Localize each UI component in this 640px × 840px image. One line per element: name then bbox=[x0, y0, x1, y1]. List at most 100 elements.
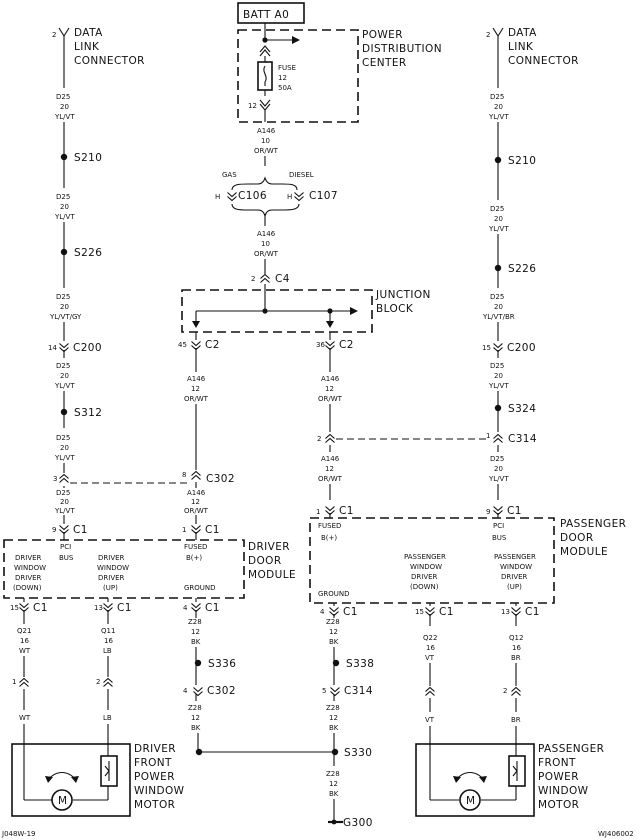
svg-text:D25: D25 bbox=[490, 205, 504, 213]
c107-label: C107 bbox=[309, 190, 338, 202]
splice-s210-right-icon bbox=[494, 156, 502, 164]
svg-text:WINDOW: WINDOW bbox=[500, 563, 532, 571]
dfpwm-line4: WINDOW bbox=[134, 785, 185, 797]
svg-text:12: 12 bbox=[329, 714, 338, 722]
svg-text:OR/WT: OR/WT bbox=[254, 147, 279, 155]
svg-text:2: 2 bbox=[251, 275, 255, 283]
svg-text:(UP): (UP) bbox=[103, 584, 118, 592]
svg-text:2: 2 bbox=[317, 435, 321, 443]
svg-text:BUS: BUS bbox=[59, 554, 74, 562]
svg-text:20: 20 bbox=[60, 372, 69, 380]
svg-text:YL/VT/GY: YL/VT/GY bbox=[49, 313, 82, 321]
svg-text:BR: BR bbox=[511, 654, 521, 662]
svg-text:16: 16 bbox=[512, 644, 521, 652]
svg-text:2: 2 bbox=[52, 31, 56, 39]
splice-s336-icon bbox=[194, 659, 202, 667]
svg-text:16: 16 bbox=[426, 644, 435, 652]
diesel-label: DIESEL bbox=[289, 171, 314, 179]
splice-s226-left-icon bbox=[60, 248, 68, 256]
svg-text:20: 20 bbox=[494, 465, 503, 473]
svg-text:C1: C1 bbox=[343, 606, 358, 618]
pdc-pin: 12 bbox=[248, 102, 257, 110]
svg-text:WINDOW: WINDOW bbox=[14, 564, 46, 572]
pfpwm-line4: WINDOW bbox=[538, 785, 589, 797]
svg-text:BUS: BUS bbox=[492, 534, 507, 542]
svg-text:YL/VT: YL/VT bbox=[488, 225, 509, 233]
svg-text:13: 13 bbox=[94, 604, 103, 612]
c302-bottom-label: C302 bbox=[207, 685, 236, 697]
svg-text:S330: S330 bbox=[344, 747, 372, 759]
pdc-line1: POWER bbox=[362, 29, 403, 41]
c106-label: C106 bbox=[238, 190, 267, 202]
svg-text:BK: BK bbox=[191, 638, 201, 646]
svg-text:YL/VT: YL/VT bbox=[488, 113, 509, 121]
svg-text:20: 20 bbox=[494, 303, 503, 311]
svg-text:4: 4 bbox=[183, 604, 188, 612]
svg-text:16: 16 bbox=[20, 637, 29, 645]
svg-text:12: 12 bbox=[191, 628, 200, 636]
svg-text:WT: WT bbox=[19, 714, 31, 722]
svg-text:H: H bbox=[215, 193, 220, 201]
svg-text:A146: A146 bbox=[257, 230, 276, 238]
dfpwm-line5: MOTOR bbox=[134, 799, 175, 811]
svg-text:LB: LB bbox=[103, 647, 112, 655]
svg-text:BK: BK bbox=[329, 790, 339, 798]
svg-text:C1: C1 bbox=[117, 602, 132, 614]
svg-text:Z28: Z28 bbox=[326, 618, 340, 626]
svg-text:H: H bbox=[287, 193, 292, 201]
svg-text:(DOWN): (DOWN) bbox=[410, 583, 439, 591]
ddm-line3: MODULE bbox=[248, 569, 296, 581]
svg-text:C1: C1 bbox=[439, 606, 454, 618]
svg-text:DRIVER: DRIVER bbox=[98, 574, 125, 582]
svg-text:C1: C1 bbox=[339, 505, 354, 517]
svg-text:B(+): B(+) bbox=[321, 534, 337, 542]
pdm-line1: PASSENGER bbox=[560, 518, 626, 530]
svg-text:15: 15 bbox=[482, 344, 491, 352]
c302-mid-label: C302 bbox=[206, 473, 235, 485]
splice-s338-icon bbox=[332, 659, 340, 667]
svg-text:S336: S336 bbox=[208, 658, 236, 670]
svg-text:D25: D25 bbox=[490, 362, 504, 370]
batt-label: BATT A0 bbox=[243, 9, 289, 21]
c2-left-label: C2 bbox=[205, 339, 220, 351]
svg-text:Z28: Z28 bbox=[326, 770, 340, 778]
svg-text:1: 1 bbox=[316, 508, 320, 516]
svg-text:C1: C1 bbox=[525, 606, 540, 618]
svg-text:9: 9 bbox=[52, 526, 56, 534]
svg-text:DRIVER: DRIVER bbox=[15, 574, 42, 582]
svg-text:12: 12 bbox=[191, 498, 200, 506]
svg-text:20: 20 bbox=[494, 372, 503, 380]
svg-text:A146: A146 bbox=[257, 127, 276, 135]
svg-text:C1: C1 bbox=[33, 602, 48, 614]
svg-text:3: 3 bbox=[53, 475, 57, 483]
svg-text:20: 20 bbox=[60, 103, 69, 111]
c4-label: C4 bbox=[275, 273, 290, 285]
svg-text:20: 20 bbox=[60, 498, 69, 506]
svg-text:4: 4 bbox=[320, 608, 325, 616]
svg-text:20: 20 bbox=[60, 444, 69, 452]
svg-text:GROUND: GROUND bbox=[318, 590, 350, 598]
svg-text:A146: A146 bbox=[187, 375, 206, 383]
svg-text:15: 15 bbox=[10, 604, 19, 612]
dlc-left-line3: CONNECTOR bbox=[74, 55, 145, 67]
svg-text:C1: C1 bbox=[73, 524, 88, 536]
svg-text:YL/VT: YL/VT bbox=[54, 507, 75, 515]
svg-text:YL/VT: YL/VT bbox=[488, 475, 509, 483]
svg-text:D25: D25 bbox=[56, 434, 70, 442]
figure-code-left: J048W-19 bbox=[1, 830, 36, 838]
svg-text:12: 12 bbox=[329, 780, 338, 788]
svg-text:DRIVER: DRIVER bbox=[501, 573, 528, 581]
svg-text:(DOWN): (DOWN) bbox=[13, 584, 42, 592]
svg-text:OR/WT: OR/WT bbox=[184, 395, 209, 403]
passenger-door-module-box bbox=[309, 517, 555, 604]
svg-text:M: M bbox=[58, 795, 67, 807]
svg-text:20: 20 bbox=[494, 215, 503, 223]
svg-text:BR: BR bbox=[511, 716, 521, 724]
svg-text:FUSED: FUSED bbox=[318, 522, 341, 530]
svg-text:S312: S312 bbox=[74, 407, 102, 419]
svg-text:GROUND: GROUND bbox=[184, 584, 216, 592]
splice-s324-icon bbox=[494, 404, 502, 412]
svg-text:A146: A146 bbox=[321, 455, 340, 463]
svg-text:5: 5 bbox=[322, 687, 326, 695]
